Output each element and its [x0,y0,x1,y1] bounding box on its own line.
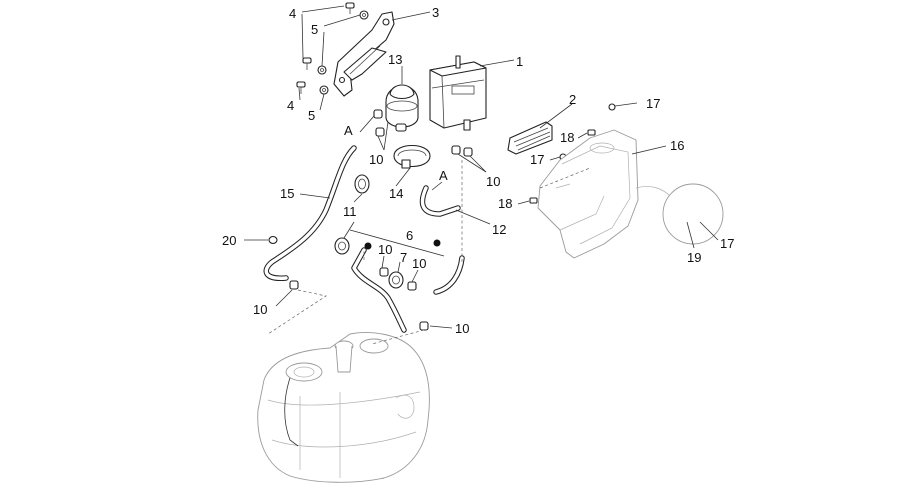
reference-letter-a: A [344,123,353,138]
hose-part [419,185,461,217]
bracket-part [333,11,395,97]
callout-1: 1 [516,54,523,69]
callout-10: 10 [455,321,469,336]
vapor-canister-part [429,55,487,131]
filter-element-part [507,121,553,155]
callout-5: 5 [308,108,315,123]
callout-10: 10 [253,302,267,317]
callout-17: 17 [646,96,660,111]
callout-3: 3 [432,5,439,20]
callout-10: 10 [378,242,392,257]
fitting-part [268,235,278,245]
callout-12: 12 [492,222,506,237]
callout-4: 4 [287,98,294,113]
callout-4: 4 [289,6,296,21]
fuel-tank-part [257,332,430,483]
leader-lines [244,5,719,329]
hose-clamp-part [393,144,431,169]
callout-14: 14 [389,186,403,201]
side-cover-part [537,129,639,259]
callout-5: 5 [311,22,318,37]
callout-11: 11 [343,204,357,219]
detail-magnifier [635,183,724,245]
round-canister-part [385,84,419,132]
callout-10: 10 [412,256,426,271]
callout-13: 13 [388,52,402,67]
bolt-part [296,2,355,94]
callout-17: 17 [720,236,734,251]
vent-hose-part [351,247,465,333]
long-hose-part [263,145,357,281]
callout-10: 10 [369,152,383,167]
callout-6: 6 [406,228,413,243]
grommet-part [334,174,370,255]
callout-2: 2 [569,92,576,107]
valve-part [388,271,404,289]
callout-18: 18 [498,196,512,211]
callout-18: 18 [560,130,574,145]
callout-labels: 1 2 3 4 4 5 5 6 7 10 10 10 10 10 10 11 1… [222,5,734,336]
callout-20: 20 [222,233,236,248]
callout-16: 16 [670,138,684,153]
callout-7: 7 [400,250,407,265]
marker-dots [364,239,441,250]
callout-10: 10 [486,174,500,189]
clip-part [529,129,596,204]
callout-17: 17 [530,152,544,167]
assembly-lines [267,160,463,345]
callout-19: 19 [687,250,701,265]
reference-letter-a: A [439,168,448,183]
callout-15: 15 [280,186,294,201]
